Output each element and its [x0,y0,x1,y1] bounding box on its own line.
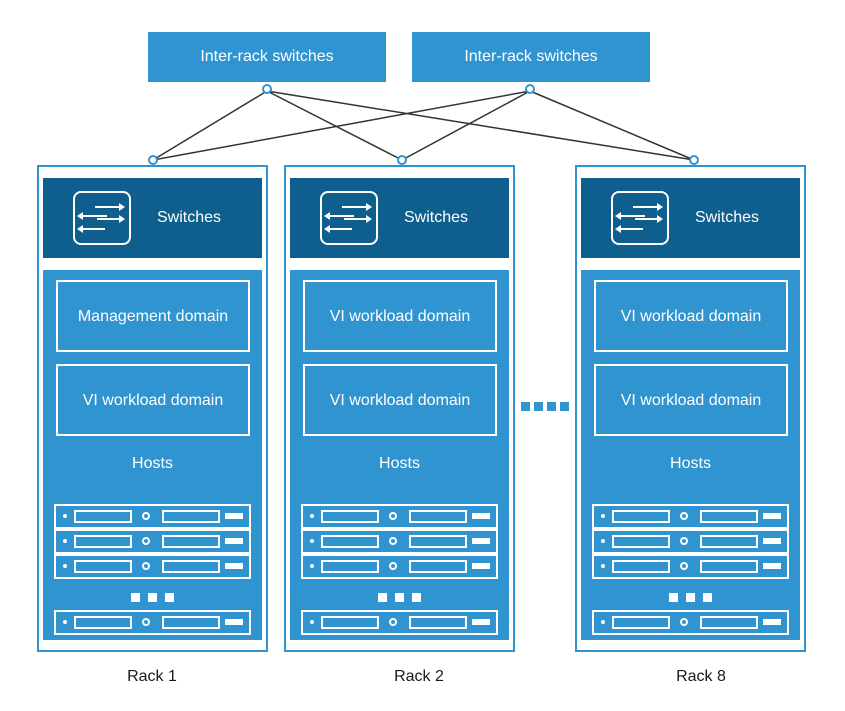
switch-label: Switches [157,209,222,226]
ellipsis-icon [581,589,800,607]
port-node [525,84,535,94]
server-host-icon [54,504,251,529]
link-line [529,90,695,161]
link-line [152,90,268,161]
link-line [401,90,531,161]
rack-body: VI workload domain VI workload domain Ho… [581,270,800,640]
rack-caption: Rack 2 [394,668,444,685]
server-host-icon [301,554,498,579]
hosts-label: Hosts [379,455,420,472]
switch-label: Switches [404,209,469,226]
switch-label: Switches [695,209,760,226]
domain-box: VI workload domain [303,364,497,436]
ellipsis-icon [43,589,262,607]
server-host-icon [592,610,789,635]
ellipsis-icon [290,589,509,607]
ellipsis-icon [521,398,573,416]
link-line [266,90,695,161]
server-host-icon [592,554,789,579]
switch-icon [611,191,669,245]
port-node [397,155,407,165]
port-node [262,84,272,94]
domain-box: VI workload domain [56,364,250,436]
domain-box: VI workload domain [594,364,788,436]
port-node [689,155,699,165]
server-host-icon [54,554,251,579]
inter-rack-switch-2: Inter-rack switches [412,32,650,82]
domain-box: VI workload domain [303,280,497,352]
server-host-icon [301,610,498,635]
hosts-label: Hosts [132,455,173,472]
server-host-icon [54,529,251,554]
rack-2: Switches VI workload domain VI workload … [284,165,515,652]
link-line [152,90,531,161]
rack-caption: Rack 1 [127,668,177,685]
rack-1: Switches Management domain VI workload d… [37,165,268,652]
server-host-icon [301,504,498,529]
rack-body: Management domain VI workload domain Hos… [43,270,262,640]
rack-8: Switches VI workload domain VI workload … [575,165,806,652]
link-line [266,90,403,161]
server-host-icon [592,529,789,554]
port-node [148,155,158,165]
hosts-label: Hosts [670,455,711,472]
server-host-icon [592,504,789,529]
rack-body: VI workload domain VI workload domain Ho… [290,270,509,640]
switch-icon [320,191,378,245]
inter-rack-switch-label: Inter-rack switches [200,48,334,65]
domain-box: Management domain [56,280,250,352]
server-host-icon [54,610,251,635]
rack-switches: Switches [290,178,509,258]
rack-switches: Switches [43,178,262,258]
inter-rack-switch-label: Inter-rack switches [464,48,598,65]
rack-caption: Rack 8 [676,668,726,685]
server-host-icon [301,529,498,554]
domain-box: VI workload domain [594,280,788,352]
switch-icon [73,191,131,245]
inter-rack-switch-1: Inter-rack switches [148,32,386,82]
rack-switches: Switches [581,178,800,258]
